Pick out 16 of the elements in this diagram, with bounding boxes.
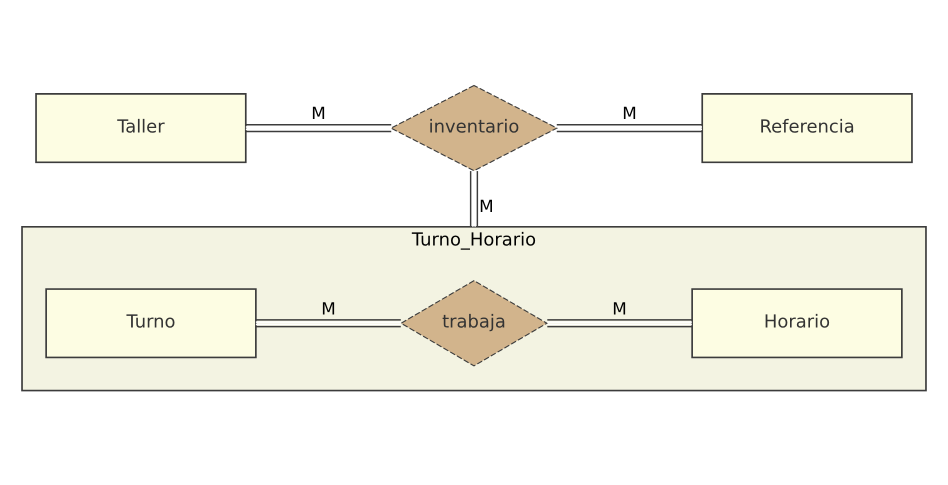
edge-label: M <box>321 298 336 318</box>
edge-label: M <box>311 103 326 124</box>
connector <box>556 124 702 132</box>
node-box: Turno <box>45 288 257 358</box>
edge-label: M <box>612 298 627 318</box>
edge-label: M <box>622 103 637 124</box>
edge-label: M <box>479 196 494 216</box>
connector <box>256 319 401 328</box>
node-box: Horario <box>691 288 903 358</box>
node-diamond: trabaja <box>400 280 548 367</box>
connector <box>470 171 478 227</box>
node-box: Referencia <box>701 93 913 164</box>
connector <box>246 124 392 132</box>
node-diamond: inventario <box>390 84 558 172</box>
node-box: Taller <box>35 93 247 164</box>
connector <box>547 319 692 328</box>
